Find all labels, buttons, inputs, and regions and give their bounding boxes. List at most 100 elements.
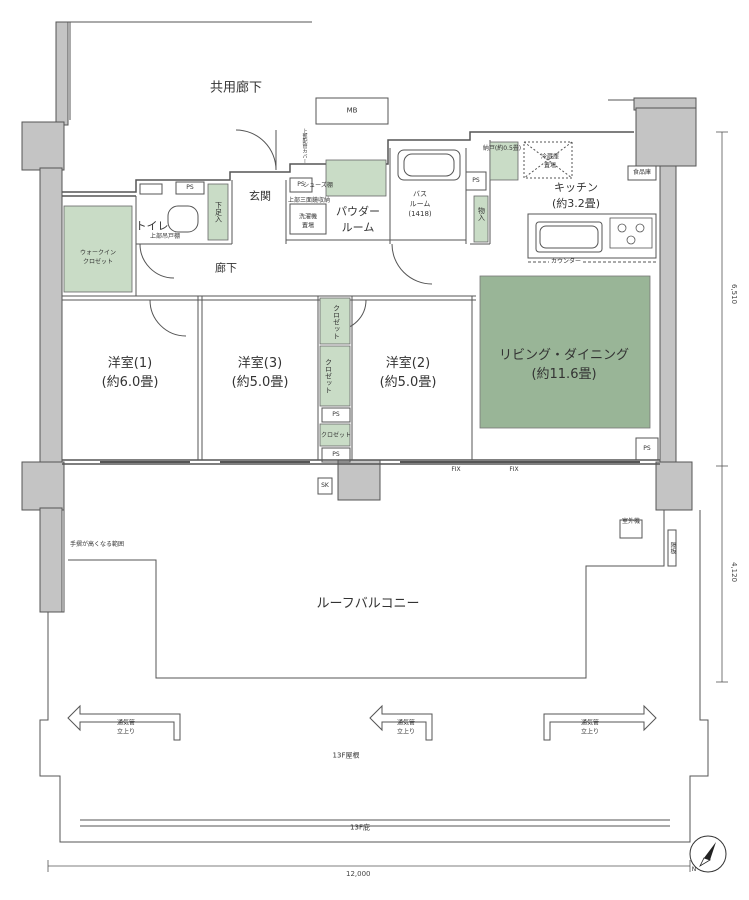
floor13-roof-label: 13F屋根 — [332, 751, 360, 760]
corridor-label: 廊下 — [215, 261, 237, 275]
roof-balcony-label: ルーフバルコニー — [316, 596, 420, 612]
kitchen-counter — [527, 213, 657, 259]
left-wall-segment — [39, 167, 63, 467]
sk-label: SK — [321, 482, 329, 489]
right-wall — [659, 165, 677, 465]
fix-label-2: FIX — [509, 466, 519, 473]
compass-icon — [689, 835, 727, 873]
sk-box — [317, 477, 333, 495]
storage-pantry-label: 納戸(約0.5畳) — [482, 145, 522, 152]
left-column-bottom — [21, 461, 65, 511]
western3-label: 洋室(3) (約5.0畳) — [231, 356, 289, 390]
vent-pipe-2 — [369, 704, 433, 741]
burner-3 — [626, 235, 636, 245]
ps-label-1: PS — [186, 184, 194, 191]
closet-b-fill — [319, 345, 351, 407]
mb-label: MB — [346, 106, 358, 115]
handrail-line — [68, 510, 665, 679]
fridge-x2 — [523, 141, 573, 179]
toilet-bowl — [167, 205, 199, 233]
left-column-top — [21, 121, 65, 171]
food-pantry-label: 食品庫 — [632, 169, 652, 176]
burner-2 — [635, 223, 645, 233]
vent-label-3: 通気管 立上り — [580, 719, 600, 735]
north-wall — [62, 131, 634, 193]
right-column-bottom — [655, 461, 693, 511]
fridge-label: 冷蔵庫 置場 — [540, 153, 560, 169]
toilet-label: トイレ — [135, 219, 169, 233]
partition-board — [667, 529, 677, 567]
living-dining-label: リビング・ダイニング (約11.6畳) — [498, 348, 630, 382]
powder-room-label: パウダー ルーム — [336, 205, 380, 234]
toilet-door-swing — [139, 243, 175, 279]
outdoor-unit — [619, 519, 643, 539]
cooktop — [609, 217, 653, 249]
right-column-top — [635, 107, 697, 167]
western1-label: 洋室(1) (約6.0畳) — [101, 356, 159, 390]
handrail-note-label: 手摺が高くなる範囲 — [70, 541, 125, 548]
kitchen-sink — [535, 221, 603, 253]
ps-box-5 — [321, 407, 351, 423]
left-wall-lower — [39, 507, 63, 613]
common-corridor-label: 共用廊下 — [209, 80, 263, 96]
fix-label-1: FIX — [451, 466, 461, 473]
ps-label-3: PS — [472, 177, 480, 184]
mb-box — [315, 97, 389, 125]
vent-label-2: 通気管 立上り — [396, 719, 416, 735]
closet-c-fill — [319, 423, 351, 447]
toilet-sink — [139, 183, 163, 195]
powder-shelf-fill — [325, 159, 387, 197]
ps-label-4: PS — [643, 445, 651, 452]
closet-a-fill — [319, 297, 351, 345]
ps-box-4 — [635, 437, 659, 461]
dim-depth-interior-label: 6,510 — [730, 284, 738, 305]
walkin-closet-fill — [63, 205, 133, 293]
washer-label: 洗濯機 置場 — [298, 213, 318, 229]
center-column — [337, 459, 381, 501]
balcony-outline — [39, 510, 709, 843]
counter-label: カウンター — [548, 258, 584, 265]
shoe-closet-label: 下足入 — [214, 201, 223, 223]
storage-fill — [473, 195, 489, 243]
bath-room-label: バス ルーム (1418) — [408, 189, 432, 219]
bathtub — [397, 149, 461, 181]
closet-a-label: クロゼット — [332, 304, 341, 340]
vent-pipe-3 — [543, 704, 657, 741]
vent-pipe-1 — [67, 704, 181, 741]
western2-label: 洋室(2) (約5.0畳) — [379, 356, 437, 390]
vent-label-1: 通気管 立上り — [116, 719, 136, 735]
food-pantry-box — [627, 165, 657, 181]
compass-label: N — [691, 866, 697, 873]
living-dining-fill — [479, 275, 651, 429]
upper-shelf-label: 上部三面鏡収納 — [288, 197, 331, 204]
entrance-label: 玄関 — [249, 189, 271, 203]
shoe-shelf-label: シューズ棚 — [303, 182, 333, 189]
dim-width-label: 12,000 — [346, 870, 371, 878]
entrance-door-swing — [235, 129, 277, 171]
partition-label: 隔板 — [669, 542, 676, 554]
ps-box-3 — [465, 171, 487, 191]
w1-door-swing — [149, 299, 187, 337]
kitchen-label: キッチン (約3.2畳) — [551, 181, 601, 210]
floor13-eave-label: 13F庇 — [350, 823, 370, 832]
kitchen-sink-basin — [539, 225, 599, 249]
ps-label-6: PS — [332, 451, 340, 458]
fridge-space — [523, 141, 573, 179]
dim-depth-balcony-label: 4,120 — [730, 562, 738, 583]
ps-label-2: PS — [297, 181, 305, 188]
washer-space — [289, 203, 327, 235]
walkin-closet-label: ウォークイン クロゼット — [79, 249, 117, 265]
left-top-wall — [55, 21, 69, 126]
pantry-fill — [489, 141, 519, 181]
ps-box-2 — [289, 177, 313, 193]
shoe-lower-label: 上部吊戸棚 — [150, 233, 181, 240]
storage-label: 物入 — [477, 207, 486, 221]
bathtub-inner — [403, 153, 455, 177]
ps-box-6 — [321, 447, 351, 463]
closet-b-label: クロゼット — [324, 358, 333, 394]
closet-c-label: クロゼット — [320, 432, 352, 439]
ps-label-5: PS — [332, 411, 340, 418]
burner-1 — [617, 223, 627, 233]
outdoor-unit-label: 室外機 — [621, 518, 641, 525]
